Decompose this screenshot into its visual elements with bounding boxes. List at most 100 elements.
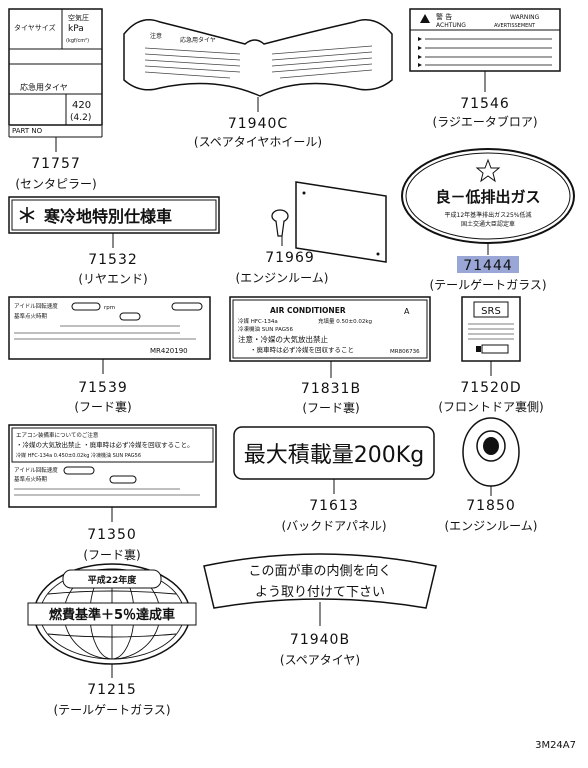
part-location-71850: (エンジンルーム) xyxy=(444,519,537,533)
part-location-71520d: (フロントドア裏側) xyxy=(438,399,543,414)
label-71757-42: (4.2) xyxy=(70,113,91,123)
part-location-71539: (フード裏) xyxy=(74,399,131,414)
part-number-71831b[interactable]: 71831B xyxy=(301,381,361,397)
part-location-71940c: (スペアタイヤホイール) xyxy=(194,135,322,149)
label-71520d-fine-print xyxy=(468,323,514,340)
label-71757-part-no: PART NO xyxy=(12,127,43,135)
label-71757-kpa: kPa xyxy=(68,24,84,34)
label-71831b-partno: MR806736 xyxy=(390,349,420,355)
part-71520d[interactable]: SRS 71520D (フロントドア裏側) xyxy=(438,296,544,414)
part-number-71757[interactable]: 71757 xyxy=(31,156,81,172)
part-location-71757: (センタピラー) xyxy=(15,177,96,191)
part-71613[interactable]: 最大積載量200Kg 71613 (バックドアパネル) xyxy=(233,426,435,533)
label-71831b-title: AIR CONDITIONER xyxy=(270,306,346,315)
warning-triangle-icon xyxy=(420,14,430,23)
part-location-71831b: (フード裏) xyxy=(302,400,359,415)
screw-icon xyxy=(271,209,289,237)
label-71532-outline xyxy=(8,196,220,234)
label-71539-idle: アイドル回転速度 xyxy=(14,302,58,310)
part-71532[interactable]: 寒冷地特別仕様車 71532 (リヤエンド) xyxy=(8,196,220,286)
part-number-71940b[interactable]: 71940B xyxy=(290,632,350,648)
label-71757-kgf: (kgf/cm²) xyxy=(66,38,89,44)
part-71444[interactable]: 良－低排出ガス 平成12年基準排出ガス25%低減 国土交通大臣認定車 71444… xyxy=(401,148,575,292)
part-71215[interactable]: 平成22年度 燃費基準＋5％達成車 71215 (テールゲートガラス) xyxy=(27,563,197,717)
star-icon xyxy=(475,158,501,183)
label-71546-avertissement: AVERTISSEMENT xyxy=(494,23,536,29)
part-71757[interactable]: タイヤサイズ 空気圧 kPa (kgf/cm²) 応急用タイヤ 420 (4.2… xyxy=(8,8,103,191)
label-71831b-outline xyxy=(229,296,431,362)
label-71940b-line1: この面が車の内側を向く xyxy=(248,563,391,579)
part-71969[interactable]: 71969 (エンジンルーム) xyxy=(235,181,387,285)
label-71539-outline xyxy=(8,296,211,360)
part-number-71850[interactable]: 71850 xyxy=(466,498,516,514)
label-71350-title: エアコン装備車についてのご注意 xyxy=(16,431,99,439)
part-number-71940c[interactable]: 71940C xyxy=(228,116,288,132)
label-71940c-outline xyxy=(123,19,393,97)
label-71831b-caution1: 注意・冷媒の大気放出禁止 xyxy=(238,334,328,344)
part-number-71539[interactable]: 71539 xyxy=(78,380,128,396)
part-location-71350: (フード裏) xyxy=(83,547,140,562)
part-location-71215: (テールゲートガラス) xyxy=(53,703,170,717)
label-71757-outline xyxy=(8,8,103,126)
part-number-71613[interactable]: 71613 xyxy=(309,498,359,514)
label-71757-pressure: 空気圧 xyxy=(68,13,89,22)
label-71546-outline xyxy=(409,8,561,72)
label-71940b-outline xyxy=(203,553,437,609)
label-71350-fine-print xyxy=(14,488,200,496)
label-71831b-amount: 充填量 0.50±0.02kg xyxy=(318,317,372,325)
part-number-71350[interactable]: 71350 xyxy=(87,527,137,543)
diagram-code: 3M24A7 xyxy=(535,740,576,751)
label-71539-rpm: rpm xyxy=(104,305,115,311)
label-71350-caution: ・冷媒の大気放出禁止 ・廃車時は必ず冷媒を回収すること。 xyxy=(16,440,194,449)
part-location-71532: (リヤエンド) xyxy=(78,272,147,286)
label-71831b-grade: A xyxy=(404,307,410,316)
label-71757-temp-tire: 応急用タイヤ xyxy=(20,82,68,92)
part-number-71215[interactable]: 71215 xyxy=(87,682,137,698)
label-71520d-srs: SRS xyxy=(481,306,501,317)
part-number-71969[interactable]: 71969 xyxy=(265,250,315,266)
label-71215-year: 平成22年度 xyxy=(88,574,138,586)
label-71444-line1: 平成12年基準排出ガス25%低減 xyxy=(445,211,532,219)
label-71444-title: 良－低排出ガス xyxy=(435,188,540,206)
part-71850[interactable]: 71850 (エンジンルーム) xyxy=(444,417,538,533)
label-71546-lines xyxy=(418,37,552,67)
label-71539-fine-print xyxy=(14,325,196,340)
part-location-71444: (テールゲートガラス) xyxy=(429,278,546,292)
label-71350-timing: 基準点火時期 xyxy=(14,475,48,483)
part-71940c[interactable]: 注意 応急用タイヤ 71940C (スペアタイヤホイール) xyxy=(123,19,393,149)
label-71613-text: 最大積載量200Kg xyxy=(244,443,424,468)
part-71350[interactable]: エアコン装備車についてのご注意 ・冷媒の大気放出禁止 ・廃車時は必ず冷媒を回収す… xyxy=(8,424,217,562)
part-location-71613: (バックドアパネル) xyxy=(281,519,386,533)
label-71831b-oil: 冷凍機油 SUN PAG56 xyxy=(238,325,294,333)
label-71350-outline xyxy=(8,424,217,508)
snowflake-icon xyxy=(19,207,35,223)
part-71831b[interactable]: AIR CONDITIONER A 冷媒 HFC-134a 充填量 0.50±0… xyxy=(229,296,431,415)
label-71940b-line2: よう取り付けて下さい xyxy=(255,585,385,600)
label-71940c-fine-print xyxy=(144,45,373,79)
part-number-71546[interactable]: 71546 xyxy=(460,96,510,112)
part-number-71444[interactable]: 71444 xyxy=(463,258,513,274)
part-location-71969: (エンジンルーム) xyxy=(235,271,328,285)
label-71831b-refrigerant: 冷媒 HFC-134a xyxy=(238,317,278,325)
label-71350-refrigerant: 冷媒 HFC-134a 0.450±0.02kg 冷凍機油 SUN PAG56 xyxy=(16,452,141,459)
label-71546-warning-en: WARNING xyxy=(510,14,540,21)
part-location-71940b: (スペアタイヤ) xyxy=(280,653,360,667)
label-71539-timing: 基準点火時期 xyxy=(14,312,48,320)
label-71546-warning-jp: 警 告 xyxy=(436,12,452,21)
label-71831b-caution2: ・廃車時は必ず冷媒を回収すること xyxy=(250,345,354,354)
plate-71969 xyxy=(295,181,387,263)
part-71546[interactable]: 警 告 WARNING ACHTUNG AVERTISSEMENT 71546 … xyxy=(409,8,561,129)
label-71940c-caution: 注意 xyxy=(150,32,162,40)
label-71350-idle: アイドル回転速度 xyxy=(14,466,58,474)
part-number-71532[interactable]: 71532 xyxy=(88,252,138,268)
part-location-71546: (ラジエータブロア) xyxy=(432,114,537,129)
part-71539[interactable]: アイドル回転速度 rpm 基準点火時期 MR420190 71539 (フード裏… xyxy=(8,296,211,414)
label-71215-text: 燃費基準＋5％達成車 xyxy=(49,607,175,623)
part-71940b[interactable]: この面が車の内側を向く よう取り付けて下さい 71940B (スペアタイヤ) xyxy=(203,553,437,667)
part-number-71520d[interactable]: 71520D xyxy=(460,380,521,396)
label-71546-achtung: ACHTUNG xyxy=(436,22,466,29)
label-71940c-title: 応急用タイヤ xyxy=(180,36,216,44)
label-71444-line2: 国土交通大臣認定車 xyxy=(461,220,515,228)
